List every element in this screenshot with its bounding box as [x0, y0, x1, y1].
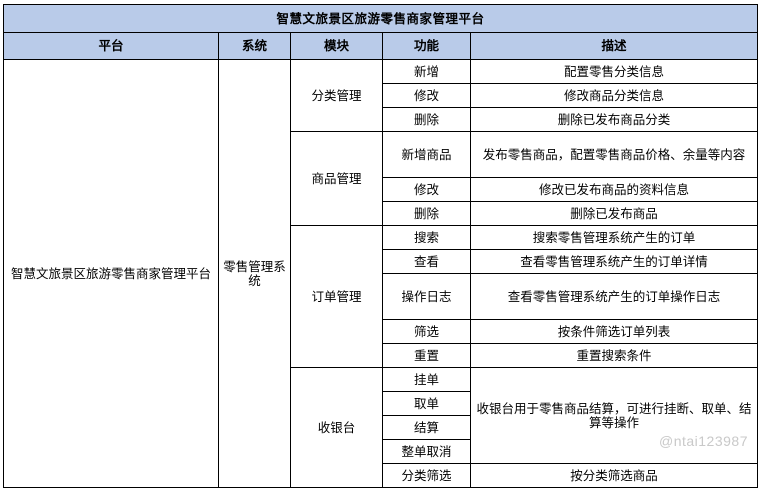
table-header-row: 平台 系统 模块 功能 描述 — [3, 32, 759, 60]
cell-function: 修改 — [382, 83, 471, 108]
cell-function: 重置 — [382, 343, 471, 368]
table-row: 修改 修改商品分类信息 — [4, 83, 759, 108]
table-row: 收银台 挂单 收银台用于零售商品结算，可进行挂断、取单、结算等操作 — [4, 367, 759, 488]
cell-description: 修改已发布商品的资料信息 — [469, 177, 759, 202]
cell-function: 取单 — [382, 391, 471, 416]
cell-module-order-management: 订单管理 — [290, 225, 383, 368]
table-row: 商品管理 新增商品 发布零售商品，配置零售商品价格、余量等内容 — [4, 131, 759, 226]
cell-module-product-management: 商品管理 — [290, 131, 383, 226]
column-header-module: 模块 — [290, 32, 383, 60]
cell-system-name: 零售管理系统 — [218, 59, 291, 488]
column-header-platform: 平台 — [3, 32, 219, 60]
cell-function: 删除 — [382, 107, 471, 132]
cell-function: 查看 — [382, 249, 471, 274]
table-row: 订单管理 搜索 搜索零售管理系统产生的订单 — [4, 225, 759, 368]
table-row: 智慧文旅景区旅游零售商家管理平台 零售管理系统 分类管理 新增 配置零售分类信息 — [3, 59, 759, 488]
cell-function: 删除 — [382, 201, 471, 226]
cell-module-cashier: 收银台 — [290, 367, 383, 488]
spreadsheet-sheet: 智慧文旅景区旅游零售商家管理平台 平台 系统 模块 功能 描述 智慧文旅景区旅游… — [2, 4, 759, 488]
table-row: 筛选 按条件筛选订单列表 — [4, 319, 759, 344]
cell-module-category-management: 分类管理 — [290, 59, 383, 132]
cell-description-cashier-merged: 收银台用于零售商品结算，可进行挂断、取单、结算等操作 — [469, 367, 759, 464]
column-header-system: 系统 — [218, 32, 291, 60]
cell-description: 按分类筛选商品 — [469, 463, 759, 488]
cell-description: 删除已发布商品 — [469, 201, 759, 226]
cell-platform-name: 智慧文旅景区旅游零售商家管理平台 — [3, 59, 219, 488]
column-header-function: 功能 — [382, 32, 471, 60]
cell-description: 重置搜索条件 — [469, 343, 759, 368]
cell-function: 新增 — [382, 59, 471, 84]
cell-function: 结算 — [382, 415, 471, 440]
cell-function: 新增商品 — [382, 131, 471, 178]
cell-function: 整单取消 — [382, 439, 471, 464]
cell-description: 查看零售管理系统产生的订单操作日志 — [469, 273, 759, 320]
table-title-row: 智慧文旅景区旅游零售商家管理平台 — [2, 4, 759, 33]
table-row: 删除 删除已发布商品 — [4, 201, 759, 226]
cell-description: 发布零售商品，配置零售商品价格、余量等内容 — [469, 131, 759, 178]
cell-function: 搜索 — [382, 225, 471, 250]
platform-function-table: 智慧文旅景区旅游零售商家管理平台 平台 系统 模块 功能 描述 智慧文旅景区旅游… — [2, 4, 759, 488]
cell-function: 修改 — [382, 177, 471, 202]
cell-description: 配置零售分类信息 — [469, 59, 759, 84]
cell-function: 筛选 — [382, 319, 471, 344]
cell-function: 操作日志 — [382, 273, 471, 320]
cell-function: 挂单 — [382, 367, 471, 392]
cell-description: 按条件筛选订单列表 — [469, 319, 759, 344]
table-row: 查看 查看零售管理系统产生的订单详情 — [4, 249, 759, 274]
cell-function: 分类筛选 — [382, 463, 471, 488]
table-row: 修改 修改已发布商品的资料信息 — [4, 177, 759, 202]
cell-description: 删除已发布商品分类 — [469, 107, 759, 132]
cell-description: 搜索零售管理系统产生的订单 — [469, 225, 759, 250]
table-row: 删除 删除已发布商品分类 — [4, 107, 759, 132]
cell-description: 查看零售管理系统产生的订单详情 — [469, 249, 759, 274]
page-title: 智慧文旅景区旅游零售商家管理平台 — [2, 4, 759, 33]
column-header-description: 描述 — [469, 32, 759, 60]
cell-description: 修改商品分类信息 — [469, 83, 759, 108]
